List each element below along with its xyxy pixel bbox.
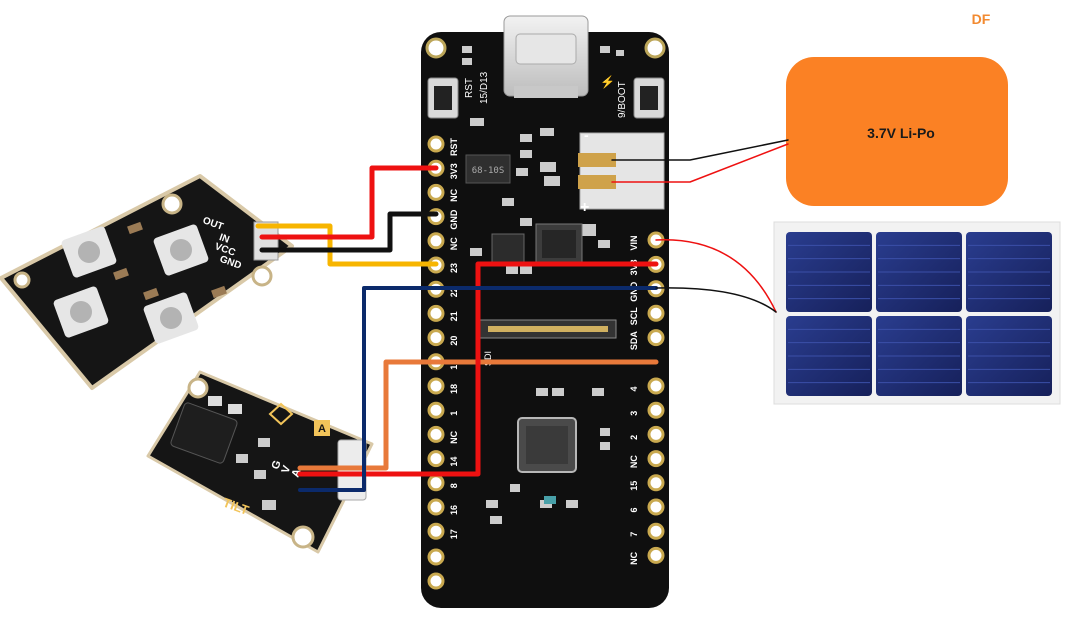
led-pin-label-in: IN <box>218 232 231 246</box>
right-header-pin-scl <box>647 304 665 322</box>
main-board: RST 15/D13 9/BOOT ⚡ 68-10S - + <box>421 15 669 608</box>
left-pin-8-20 <box>427 329 445 347</box>
right-pin-2-2 <box>647 425 665 443</box>
left-pin-label-7: 21 <box>449 311 459 321</box>
wire-led-vcc-to-3v3 <box>259 165 439 240</box>
right-pin-label-4: 15 <box>629 481 639 491</box>
right-pin-label-2: 2 <box>629 435 639 440</box>
right-pin-label-7: NC <box>629 551 639 564</box>
left-pin-0-rst <box>427 135 445 153</box>
left-pin-label-10: 18 <box>449 384 459 394</box>
right-pin-4-15 <box>647 474 665 492</box>
left-pin-extra-1 <box>427 572 445 590</box>
right-header-label-vin: VIN <box>629 235 639 250</box>
right-header-label-scl: SCL <box>629 307 639 326</box>
wire-tilt-g-to-gnd <box>298 286 658 492</box>
regulator-chip <box>465 154 511 184</box>
right-pin-label-1: 3 <box>629 411 639 416</box>
left-pin-10-18 <box>427 377 445 395</box>
left-pin-label-16: 17 <box>449 529 459 539</box>
charge-icon: ⚡ <box>600 75 615 89</box>
right-pin-6-7 <box>647 522 665 540</box>
right-header-label-sda: SDA <box>629 331 639 351</box>
left-pin-label-4: NC <box>449 237 459 250</box>
connector-minus: - <box>584 127 589 143</box>
left-pin-13-14 <box>427 450 445 468</box>
battery-connector <box>579 132 665 210</box>
right-pin-1-3 <box>647 401 665 419</box>
left-pin-15-16 <box>427 498 445 516</box>
solar-panel <box>773 221 1061 405</box>
right-pin-label-3: NC <box>629 455 639 468</box>
corner-label: DF <box>972 11 991 27</box>
tilt-badge <box>314 420 330 436</box>
connector-plus: + <box>580 199 589 216</box>
boot-label: 9/BOOT <box>617 81 628 118</box>
battery-label: 3.7V Li-Po <box>867 125 935 141</box>
left-pin-11-1 <box>427 401 445 419</box>
right-pin-label-0: 4 <box>629 386 639 391</box>
wire-tilt-v-to-3v3 <box>297 261 659 477</box>
left-pin-label-11: 1 <box>449 411 459 416</box>
left-pin-7-21 <box>427 304 445 322</box>
right-pin-label-6: 7 <box>629 532 639 537</box>
left-pin-label-6: 22 <box>449 287 459 297</box>
tilt-module: A TILT GVA <box>146 370 374 554</box>
left-pin-16-17 <box>427 522 445 540</box>
tilt-pin-label-g: G <box>270 459 284 471</box>
left-pin-label-3: GND <box>449 209 459 230</box>
wire-tilt-a-to-19 <box>297 359 659 471</box>
d13-label: 15/D13 <box>479 71 490 104</box>
rgb-leds <box>53 224 209 344</box>
tilt-sensor <box>170 402 238 464</box>
wire-battery-negative <box>611 139 789 161</box>
left-pin-label-5: 23 <box>449 263 459 273</box>
left-pin-extra-0 <box>427 548 445 566</box>
left-pin-label-8: 20 <box>449 336 459 346</box>
left-pin-label-1: 3V3 <box>449 163 459 179</box>
left-pin-label-14: 8 <box>449 483 459 488</box>
right-pin-7-nc <box>647 546 665 564</box>
tilt-logo <box>268 402 294 426</box>
battery-body <box>786 57 1008 206</box>
right-pin-3-nc <box>647 450 665 468</box>
left-pin-label-9: 19 <box>449 360 459 370</box>
right-header-pin-sda <box>647 329 665 347</box>
wire-led-gnd-to-gnd <box>259 211 439 253</box>
wire-battery-positive <box>611 143 789 183</box>
left-pin-label-0: RST <box>449 137 459 156</box>
left-pin-label-15: 16 <box>449 505 459 515</box>
tilt-pin-label-v: V <box>280 463 294 475</box>
right-pin-5-6 <box>647 498 665 516</box>
tilt-badge-text: A <box>318 423 326 435</box>
regulator-text: 68-10S <box>472 166 505 176</box>
led-module-pcb <box>0 174 294 390</box>
wire-solar-vin <box>655 239 777 313</box>
left-pin-2-nc <box>427 183 445 201</box>
right-pin-label-5: 6 <box>629 507 639 512</box>
tilt-pin-label-a: A <box>290 467 304 479</box>
right-header-label-3v3: 3V3 <box>629 259 639 275</box>
sdi-label: SDI <box>483 351 493 366</box>
right-pin-0-4 <box>647 377 665 395</box>
left-pin-label-2: NC <box>449 188 459 201</box>
rst-label: RST <box>464 78 475 98</box>
wire-solar-gnd <box>655 287 777 313</box>
wires <box>255 139 789 492</box>
left-pin-12-nc <box>427 425 445 443</box>
left-pin-4-nc <box>427 232 445 250</box>
battery: 3.7V Li-Po <box>786 57 1008 206</box>
left-pin-label-13: 14 <box>449 457 459 467</box>
wire-led-out-to-23 <box>255 223 439 267</box>
chip-package <box>491 233 525 263</box>
left-pin-label-12: NC <box>449 430 459 443</box>
left-pin-14-8 <box>427 474 445 492</box>
right-header-label-gnd: GND <box>629 281 639 302</box>
